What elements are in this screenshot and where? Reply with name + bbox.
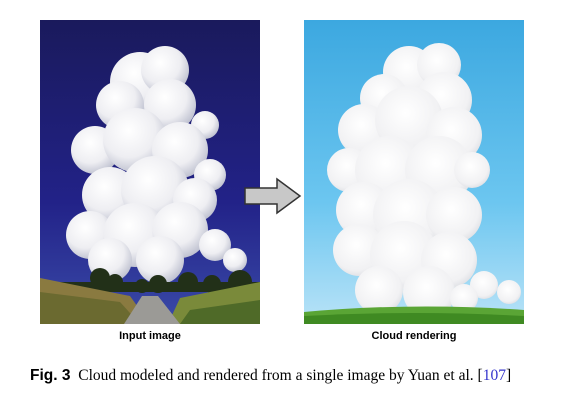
figure-caption: Fig. 3 Cloud modeled and rendered from a… (30, 366, 552, 386)
arrow-right-icon (244, 177, 302, 215)
input-image-caption: Input image (119, 330, 181, 342)
caption-text: Cloud modeled and rendered from a single… (78, 367, 483, 384)
citation-link[interactable]: 107 (482, 367, 506, 384)
cloud-rendering-image (304, 20, 524, 324)
figure-label: Fig. 3 (30, 367, 71, 384)
cloud-shape (327, 43, 521, 318)
caption-close: ] (505, 367, 512, 384)
input-image (40, 20, 260, 324)
cloud-shape (66, 46, 247, 284)
cloud-rendering-caption: Cloud rendering (371, 330, 457, 342)
